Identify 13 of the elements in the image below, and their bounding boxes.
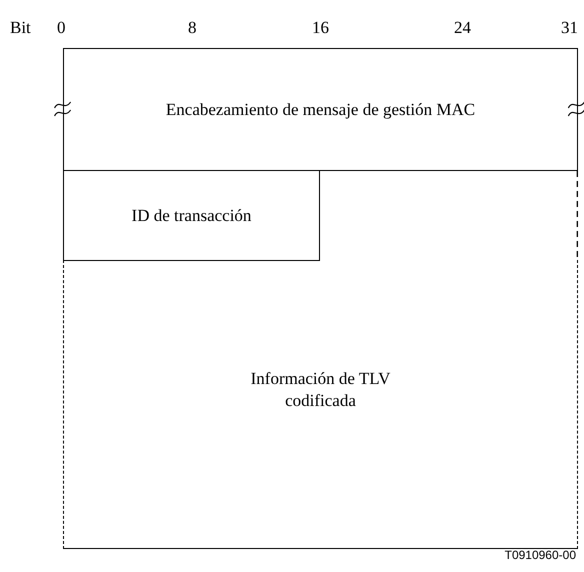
dashed-field-box bbox=[63, 260, 578, 549]
field-label: Encabezamiento de mensaje de gestión MAC bbox=[166, 98, 476, 120]
bit-number: 16 bbox=[312, 18, 329, 38]
bit-number: 24 bbox=[454, 18, 471, 38]
field-box bbox=[63, 170, 320, 261]
bit-number: 8 bbox=[188, 18, 196, 38]
bit-number: 0 bbox=[57, 18, 66, 38]
field-label: ID de transacción bbox=[132, 204, 252, 226]
bit-number: 31 bbox=[561, 18, 578, 38]
field-box bbox=[63, 48, 578, 171]
bit-axis-label: Bit bbox=[10, 18, 31, 38]
figure-code: T0910960-00 bbox=[504, 548, 576, 562]
field-label: Información de TLV codificada bbox=[250, 368, 392, 412]
